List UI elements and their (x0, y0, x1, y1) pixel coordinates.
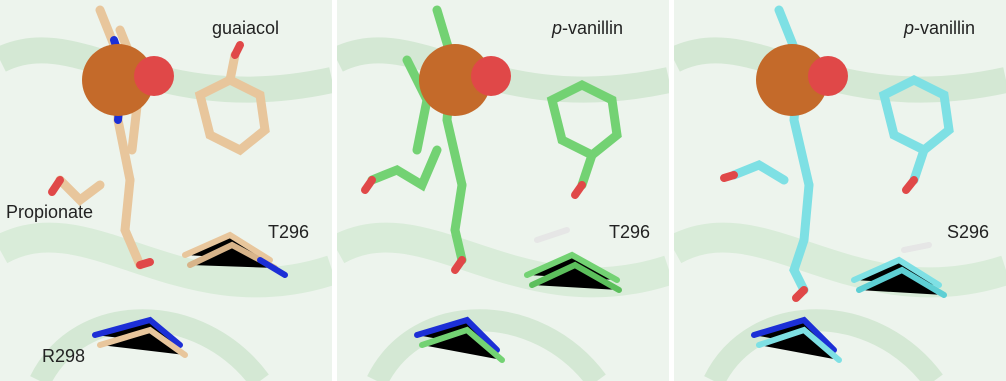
r298-label: R298 (42, 346, 86, 366)
residue-label: S296 (947, 222, 990, 242)
ligand-label: guaiacol (212, 18, 280, 38)
structure-render-3 (674, 0, 1006, 381)
structure-render-1 (0, 0, 332, 381)
residue-label: T296 (268, 222, 310, 242)
ligand-label: p-vanillin (552, 18, 624, 38)
propionate-label: Propionate (6, 202, 94, 222)
residue-label: T296 (609, 222, 651, 242)
ligand-label: p-vanillin (904, 18, 976, 38)
panel-p-vanillin-t296: p-vanillin T296 (337, 0, 669, 381)
panel-p-vanillin-s296: p-vanillin S296 (674, 0, 1006, 381)
structure-render-2 (337, 0, 669, 381)
panel-guaiacol: guaiacol T296 Propionate R298 (0, 0, 332, 381)
